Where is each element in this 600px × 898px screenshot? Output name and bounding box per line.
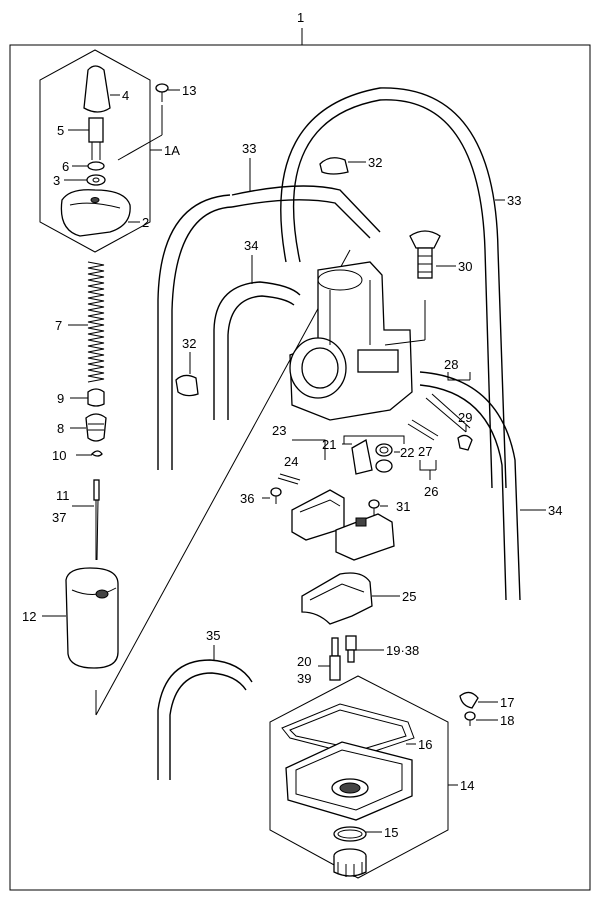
label-9: 9 [57, 391, 64, 406]
part-float-right [335, 513, 395, 561]
label-16: 16 [418, 737, 432, 752]
float-bowl-frame: 14 [269, 675, 474, 879]
outer-frame: 1 [9, 10, 591, 891]
part-16-gasket: 16 [281, 703, 432, 757]
label-17: 17 [500, 695, 514, 710]
part-25-bracket: 25 [301, 572, 416, 625]
part-8-holder: 8 [57, 413, 107, 442]
label-34-right: 34 [548, 503, 562, 518]
label-23: 23 [272, 423, 286, 438]
label-36: 36 [240, 491, 254, 506]
label-11: 11 [56, 488, 70, 503]
part-35-hose: 35 [157, 628, 253, 780]
part-31-screw: 31 [368, 499, 410, 516]
part-24-pin: 24 [277, 454, 301, 485]
part-21-jet: 21 [322, 437, 373, 475]
label-1: 1 [297, 10, 304, 25]
label-1a: 1A [164, 143, 180, 158]
label-26: 26 [424, 484, 438, 499]
part-34-hose-small: 34 [213, 238, 301, 420]
part-15-oring: 15 [333, 825, 398, 842]
label-29: 29 [458, 410, 472, 425]
part-20-jet: 20 39 [297, 637, 341, 686]
label-10: 10 [52, 448, 66, 463]
label-4: 4 [122, 88, 129, 103]
label-32-top: 32 [368, 155, 382, 170]
label-19-38: 19·38 [386, 643, 419, 658]
part-19-jet: 19·38 [345, 635, 419, 663]
assembly-guide-line [95, 249, 351, 716]
label-24: 24 [284, 454, 298, 469]
label-5: 5 [57, 123, 64, 138]
label-6: 6 [62, 159, 69, 174]
part-11-needle: 11 37 [52, 479, 100, 561]
part-36-screw: 36 [240, 487, 282, 506]
label-32-left: 32 [182, 336, 196, 351]
part-34-hose-right: 34 [419, 371, 562, 601]
part-10-clip: 10 [52, 448, 103, 463]
label-7: 7 [55, 318, 62, 333]
part-2-cover: 2 [60, 189, 149, 237]
part-5-adjuster: 5 [57, 117, 104, 160]
part-3-washer: 3 [53, 173, 106, 188]
label-21: 21 [322, 437, 336, 452]
label-31: 31 [396, 499, 410, 514]
part-17-bracket: 17 [459, 691, 514, 710]
label-35: 35 [206, 628, 220, 643]
label-34-small: 34 [244, 238, 258, 253]
label-25: 25 [402, 589, 416, 604]
part-6-washer: 6 [62, 159, 105, 174]
part-33-hose-right: 33 [280, 87, 521, 489]
part-4-cap: 4 [83, 65, 129, 113]
part-12-throttle-valve: 12 [22, 567, 119, 669]
label-8: 8 [57, 421, 64, 436]
part-28-screw: 28 [425, 357, 471, 433]
label-2: 2 [142, 215, 149, 230]
part-22-oring: 22 [343, 435, 414, 473]
label-37: 37 [52, 510, 66, 525]
assembly-1a-frame: 1A [39, 49, 180, 253]
part-29-fitting: 29 [457, 410, 473, 451]
part-23-float: 23 [272, 423, 345, 541]
label-28: 28 [444, 357, 458, 372]
label-13: 13 [182, 83, 196, 98]
label-33-left: 33 [242, 141, 256, 156]
part-13-screw: 13 [117, 83, 196, 161]
label-20: 20 [297, 654, 311, 669]
label-22: 22 [400, 445, 414, 460]
label-15: 15 [384, 825, 398, 840]
part-7-spring: 7 [55, 261, 105, 383]
part-9-seat: 9 [57, 388, 105, 407]
part-33-hose-left: 33 [157, 141, 381, 470]
part-18-screw: 18 [464, 711, 514, 728]
label-12: 12 [22, 609, 36, 624]
part-14-float-bowl [285, 741, 413, 821]
part-30-air-screw: 30 [384, 230, 472, 346]
carburetor-body [289, 261, 413, 421]
drain-plug [333, 848, 367, 877]
label-3: 3 [53, 173, 60, 188]
label-39: 39 [297, 671, 311, 686]
part-27-screw: 27 26 [407, 419, 438, 499]
label-14: 14 [460, 778, 474, 793]
label-30: 30 [458, 259, 472, 274]
part-32-clamp-left: 32 [175, 336, 199, 397]
label-18: 18 [500, 713, 514, 728]
label-33-right: 33 [507, 193, 521, 208]
label-27: 27 [418, 444, 432, 459]
part-32-clamp-top: 32 [319, 155, 382, 175]
